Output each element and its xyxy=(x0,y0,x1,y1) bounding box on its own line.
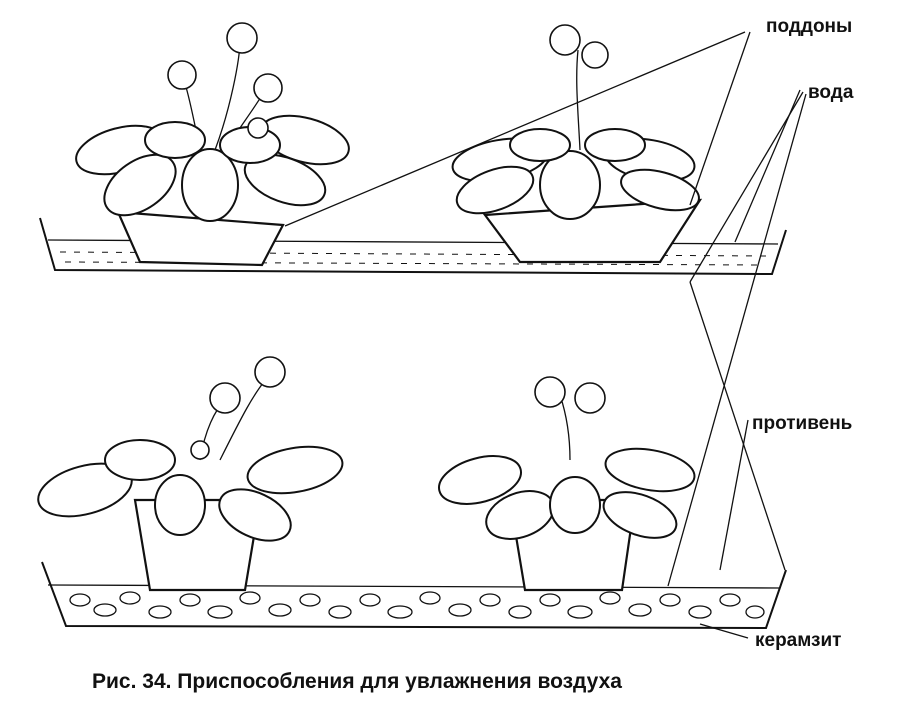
plant-bottom-right xyxy=(438,376,696,592)
figure-caption: Рис. 34. Приспособления для увлажнения в… xyxy=(92,670,622,693)
pot xyxy=(116,210,285,267)
leader-lines xyxy=(284,31,807,639)
plant-top-left xyxy=(75,22,350,267)
pot xyxy=(482,198,703,264)
label-trays: поддоны xyxy=(766,16,853,37)
expanded-clay-pebbles xyxy=(69,591,765,619)
label-baking-sheet: противень xyxy=(752,413,853,434)
plant-bottom-left xyxy=(37,356,344,592)
plant-top-right xyxy=(451,24,703,264)
label-expanded-clay: керамзит xyxy=(755,630,842,651)
label-water: вода xyxy=(808,82,854,103)
